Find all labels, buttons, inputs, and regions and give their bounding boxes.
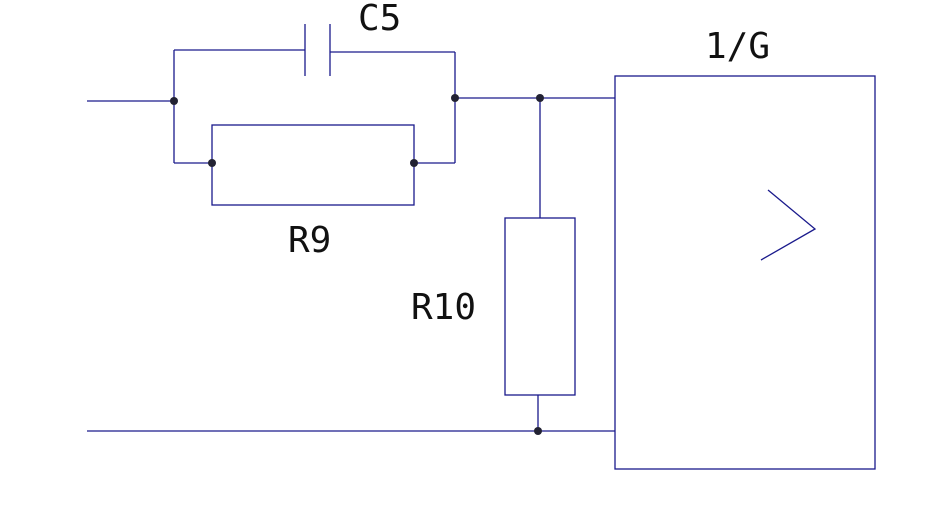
amplifier-label: 1/G [705, 26, 770, 67]
amplifier-box [614, 75, 876, 470]
junction-node-r10-top [536, 94, 544, 102]
junction-node-r9-right [410, 159, 418, 167]
r9-label: R9 [288, 220, 331, 261]
c5-label: C5 [358, 0, 401, 39]
junction-node-network-out [451, 94, 459, 102]
amplifier-block [614, 75, 876, 470]
junction-node-input [170, 97, 178, 105]
resistor-r10 [504, 98, 576, 431]
capacitor-c5 [174, 24, 455, 76]
junction-node-r10-bottom [534, 427, 542, 435]
r9-body [211, 124, 415, 206]
greater-than-icon [760, 189, 817, 261]
r10-body [504, 217, 576, 396]
r10-label: R10 [411, 287, 476, 328]
junction-node-r9-left [208, 159, 216, 167]
